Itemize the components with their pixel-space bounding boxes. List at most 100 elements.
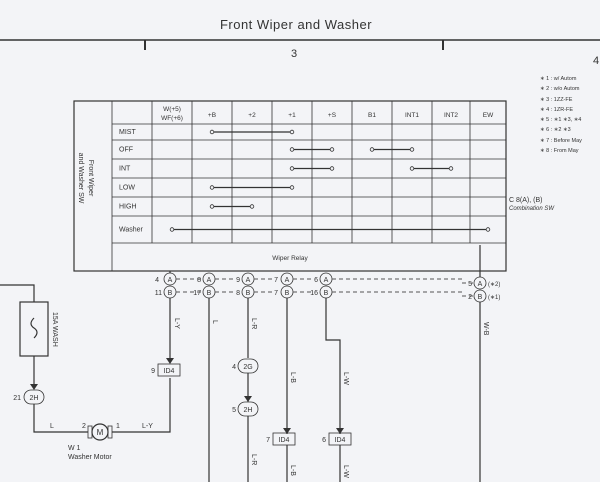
note-8: ∗ 8 : From May <box>540 148 579 154</box>
pin-b-3-letter: B <box>246 290 251 297</box>
wire-ly-bottom <box>112 378 171 433</box>
motor-code: W 1 <box>68 445 81 452</box>
pin-b-2-num: 17 <box>193 290 201 297</box>
wire-l-label: L <box>211 320 218 324</box>
pin-b-5-num: 16 <box>310 290 318 297</box>
col-header-w: W(+5) <box>163 106 181 113</box>
conn-end-2 <box>409 147 415 152</box>
note-7: ∗ 7 : Before May <box>540 138 582 144</box>
wire-wb-label: W-B <box>482 322 489 336</box>
conn-end-4 <box>448 166 454 171</box>
pin-a-4-letter: A <box>285 277 290 284</box>
pins-row-b: 11 B 17 B 8 B 7 B 16 B <box>155 285 333 299</box>
pin-a-5-num: 6 <box>314 277 318 284</box>
col-label-3: +S <box>328 112 337 119</box>
arrow-2h-mid <box>244 396 252 402</box>
conn-start-1 <box>289 147 295 152</box>
wire-lr-1-label: L-R <box>250 318 257 329</box>
col-label-6: INT2 <box>444 112 458 119</box>
pin-a-3-num: 9 <box>236 277 240 284</box>
connector-sublabel: Combination SW <box>509 206 555 212</box>
id4-mid-label: ID4 <box>279 437 290 444</box>
id4-left <box>157 363 181 377</box>
j-2h-mid-label: 2H <box>244 407 253 414</box>
relay-label: Wiper Relay <box>272 255 308 262</box>
pins-right: 5 A (∗2) 2 B (∗1) <box>468 276 500 303</box>
wire-lw <box>325 298 341 434</box>
wire-fuse-top <box>0 284 35 302</box>
pins-row-a: 4 A 8 A 9 A 7 A 6 A <box>155 272 333 286</box>
conn-end-7 <box>485 227 491 232</box>
conn-start-4 <box>409 166 415 171</box>
pin-b-1-letter: B <box>168 290 173 297</box>
motor-pin-right: 1 <box>116 423 120 430</box>
switch-side-label-1: Front Wiper <box>87 160 94 197</box>
pin-b-4-letter: B <box>285 290 290 297</box>
fuse-label: 15A WASH <box>51 312 58 347</box>
col-label-2: +1 <box>288 112 296 119</box>
col-label-4: B1 <box>368 112 376 119</box>
ruler-section-label: 3 <box>291 48 297 60</box>
conn-start-6 <box>209 204 215 209</box>
id4-mid-pin: 7 <box>266 437 270 444</box>
notes: ∗ 1 : w/ Autom ∗ 2 : w/o Autom ∗ 3 : 1ZZ… <box>540 76 582 154</box>
conn-start-5 <box>209 185 215 190</box>
pin-a-1-num: 4 <box>155 277 159 284</box>
pin-a-5-letter: A <box>324 277 329 284</box>
wire-l-bottom <box>33 404 88 433</box>
pin-a-3-letter: A <box>246 277 251 284</box>
row-label-2: INT <box>119 166 131 173</box>
j-2h-mid-pin: 5 <box>232 407 236 414</box>
wire-ly-bottom-label: L-Y <box>142 423 153 430</box>
pin-r-2-letter: B <box>478 294 483 301</box>
pin-b-1-num: 11 <box>155 290 162 297</box>
note-4: ∗ 4 : 1ZR-FE <box>540 107 573 113</box>
switch-grid <box>112 101 506 243</box>
conn-start-3 <box>289 166 295 171</box>
conn-start-0 <box>209 129 215 135</box>
motor-symbol-label: M <box>97 428 104 437</box>
j-2h-left-pin: 21 <box>13 395 21 402</box>
pin-r-1-letter: A <box>478 281 483 288</box>
arrow-id4-right <box>336 428 344 434</box>
col-label-1: +2 <box>248 112 256 119</box>
ruler-section-next-label: 4 <box>593 55 599 67</box>
pin-r-2-num: 2 <box>468 294 472 301</box>
col-label-0: +B <box>208 112 216 119</box>
j-2h-left-label: 2H <box>30 395 39 402</box>
pin-a-1-letter: A <box>168 277 173 284</box>
conn-start-7 <box>169 227 175 232</box>
note-1: ∗ 1 : w/ Autom <box>540 76 577 82</box>
note-5: ∗ 5 : ∗1 ∗3, ∗4 <box>540 117 581 123</box>
wire-lb-label: L-B <box>289 372 296 383</box>
pin-b-5-letter: B <box>324 290 329 297</box>
id4-right-label: ID4 <box>335 437 346 444</box>
j-2g-pin: 4 <box>232 364 236 371</box>
conn-end-6 <box>249 204 255 209</box>
wire-ly-1-label: L-Y <box>173 318 180 329</box>
pin-b-2-letter: B <box>207 290 212 297</box>
id4-mid <box>272 432 296 446</box>
wire-lw-2-label: L-W <box>342 465 349 478</box>
conn-end-1 <box>329 147 335 152</box>
col-label-7: EW <box>483 112 494 119</box>
col-header-wf: WF(+6) <box>161 115 183 122</box>
id4-left-pin: 9 <box>151 368 155 375</box>
pin-b-3-num: 8 <box>236 290 240 297</box>
wire-lw-label: L-W <box>342 372 349 385</box>
conn-end-0 <box>289 129 295 135</box>
pin-r-1-num: 5 <box>468 281 472 288</box>
conn-start-2 <box>369 147 375 152</box>
pin-a-4-num: 7 <box>274 277 278 284</box>
wire-lb-2-label: L-B <box>289 465 296 476</box>
pin-b-4-num: 7 <box>274 290 278 297</box>
switch-connections <box>169 129 491 232</box>
diagram-title: Front Wiper and Washer <box>220 17 372 32</box>
motor-name: Washer Motor <box>68 454 112 461</box>
note-3: ∗ 3 : 1ZZ-FE <box>540 97 573 103</box>
j-2g-label: 2G <box>243 364 252 371</box>
row-label-3: LOW <box>119 185 135 192</box>
conn-end-5 <box>289 185 295 190</box>
